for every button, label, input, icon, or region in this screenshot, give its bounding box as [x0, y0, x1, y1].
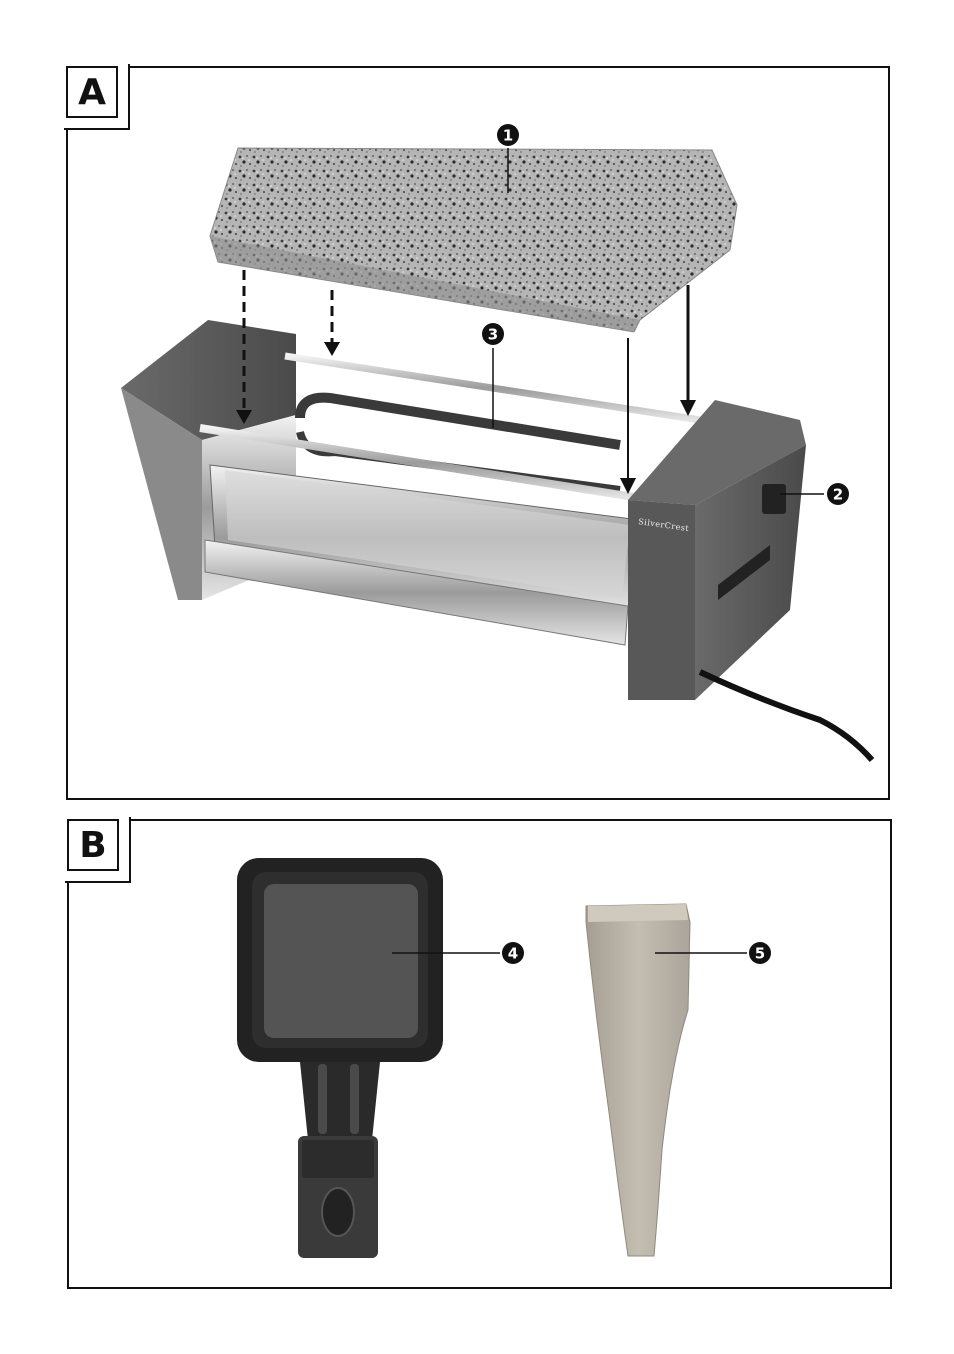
drip-tray	[205, 465, 640, 645]
control-knob	[762, 484, 786, 514]
right-end-block: SilverCrest	[628, 400, 806, 700]
raclette-pan-illustration	[237, 858, 443, 1258]
power-cord	[700, 672, 872, 760]
wooden-spatula-illustration	[586, 904, 690, 1256]
callout-3-number: 3	[488, 326, 498, 344]
callout-5-number: 5	[755, 945, 765, 963]
callout-2-number: 2	[833, 486, 843, 504]
callout-4-number: 4	[508, 945, 518, 963]
heating-element	[300, 398, 620, 445]
callout-1-number: 1	[503, 127, 513, 145]
raclette-grill-illustration: SilverCrest 1 2 3	[121, 124, 872, 760]
granite-stone-plate	[210, 148, 737, 332]
